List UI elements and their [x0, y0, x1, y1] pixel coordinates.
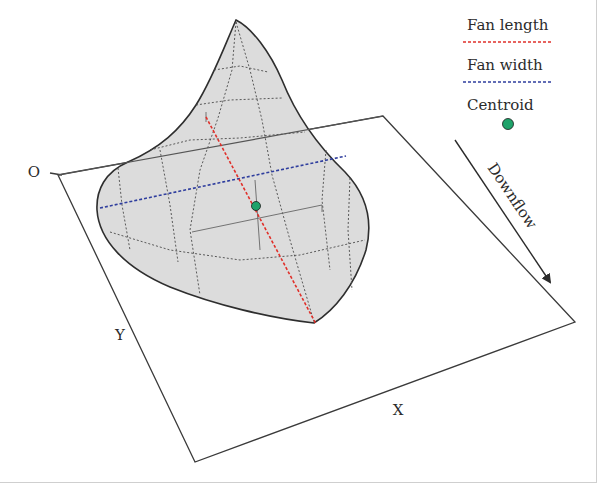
- contour-lines: [110, 22, 365, 322]
- centroid-dot: [252, 202, 261, 211]
- fan-length-sample: [463, 36, 554, 52]
- centroid-sample: [463, 116, 553, 132]
- axis-label: Y: [115, 327, 125, 344]
- alluvial-fan: [97, 20, 369, 323]
- fan-width-line: [100, 156, 346, 208]
- centroid-axes: [192, 112, 322, 250]
- legend-text: Fan width: [467, 57, 543, 74]
- fan-length-line: [206, 117, 316, 324]
- axis-label: X: [393, 402, 404, 419]
- legend-text: Fan length: [467, 17, 548, 34]
- fan-width-sample: [463, 76, 553, 92]
- downflow-arrow: [455, 140, 550, 282]
- origin-label: O: [28, 164, 40, 181]
- legend-text: Centroid: [467, 97, 534, 114]
